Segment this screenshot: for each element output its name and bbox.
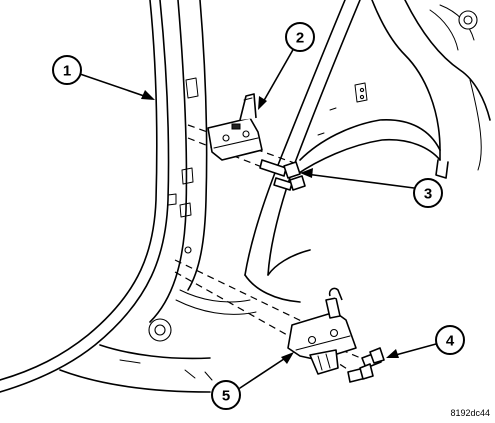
callout-1-label: 1 [63, 63, 71, 80]
leader-lines [79, 47, 437, 389]
callout-3: 3 [413, 178, 443, 208]
lower-hinge [287, 287, 357, 375]
lower-bolts [347, 347, 385, 383]
callout-4: 4 [435, 325, 465, 355]
callout-1: 1 [52, 55, 82, 85]
callout-2: 2 [285, 22, 315, 52]
callout-2-label: 2 [296, 30, 304, 47]
callout-5-label: 5 [222, 388, 230, 405]
body-pillar [0, 0, 257, 393]
callout-4-label: 4 [446, 333, 455, 350]
callout-5: 5 [211, 380, 241, 410]
callout-3-label: 3 [424, 186, 432, 203]
figure-code: 8192dc44 [450, 408, 490, 418]
rear-body-panel [244, 0, 491, 303]
upper-hinge [207, 93, 263, 161]
upper-bolts [259, 159, 306, 191]
